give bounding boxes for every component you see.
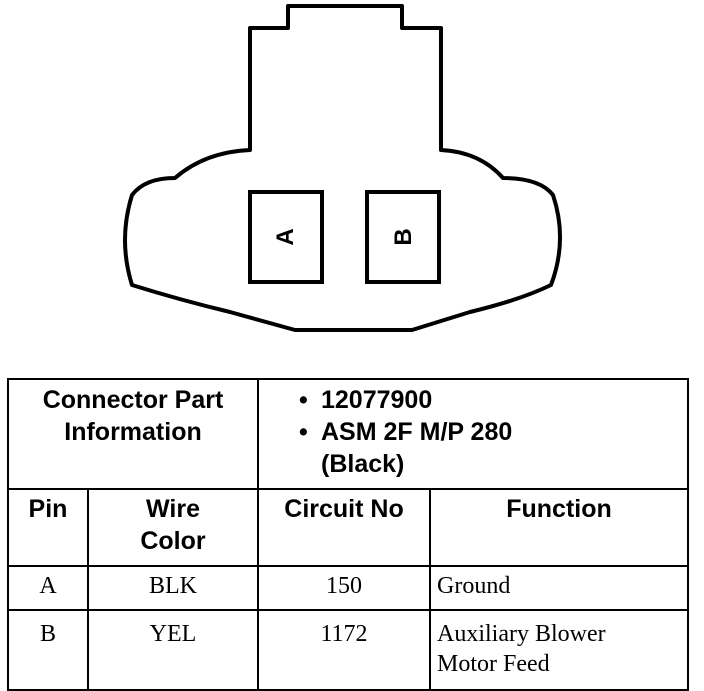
pin-cell: A xyxy=(7,565,89,611)
assembly-color-text: (Black) xyxy=(321,450,405,478)
function-line1: Auxiliary Blower xyxy=(437,621,606,647)
wire-color-cell: YEL xyxy=(87,609,259,691)
circuit-no-cell: 1172 xyxy=(257,609,431,691)
assembly-item: • ASM 2F M/P 280 xyxy=(299,416,687,448)
function-cell: Auxiliary Blower Motor Feed xyxy=(429,609,689,691)
connector-pinout-table: Connector Part Information • 12077900 • … xyxy=(7,378,689,691)
bullet-icon: • xyxy=(299,386,308,414)
assembly-text: ASM 2F M/P 280 xyxy=(321,418,513,446)
circuit-no-cell: 150 xyxy=(257,565,431,611)
pin-b-label: B xyxy=(390,228,417,245)
circuit-no-column-header: Circuit No xyxy=(257,488,431,567)
part-info-label-line2: Information xyxy=(64,418,202,446)
connector-face-diagram: A B xyxy=(123,4,562,332)
function-cell: Ground xyxy=(429,565,689,611)
part-info-label-cell: Connector Part Information xyxy=(7,378,259,490)
table-row: A BLK 150 Ground xyxy=(7,565,689,611)
pin-cell: B xyxy=(7,609,89,691)
wire-color-cell: BLK xyxy=(87,565,259,611)
part-number-item: • 12077900 xyxy=(299,384,687,416)
function-column-header: Function xyxy=(429,488,689,567)
wire-color-header-line1: Wire xyxy=(146,495,200,523)
pin-a-label: A xyxy=(272,228,299,245)
pin-b-cavity xyxy=(365,190,441,284)
wire-color-header-line2: Color xyxy=(140,527,206,555)
part-info-row: Connector Part Information • 12077900 • … xyxy=(7,378,689,490)
column-header-row: Pin Wire Color Circuit No Function xyxy=(7,488,689,567)
pin-a-cavity xyxy=(248,190,324,284)
part-info-label-line1: Connector Part xyxy=(42,386,224,414)
pin-column-header: Pin xyxy=(7,488,89,567)
table-row: B YEL 1172 Auxiliary Blower Motor Feed xyxy=(7,609,689,691)
function-line2: Motor Feed xyxy=(437,651,550,677)
part-info-value-cell: • 12077900 • ASM 2F M/P 280 (Black) xyxy=(257,378,689,490)
wire-color-column-header: Wire Color xyxy=(87,488,259,567)
connector-housing-outline xyxy=(123,4,562,332)
part-number-text: 12077900 xyxy=(321,386,433,414)
bullet-icon: • xyxy=(299,418,308,446)
